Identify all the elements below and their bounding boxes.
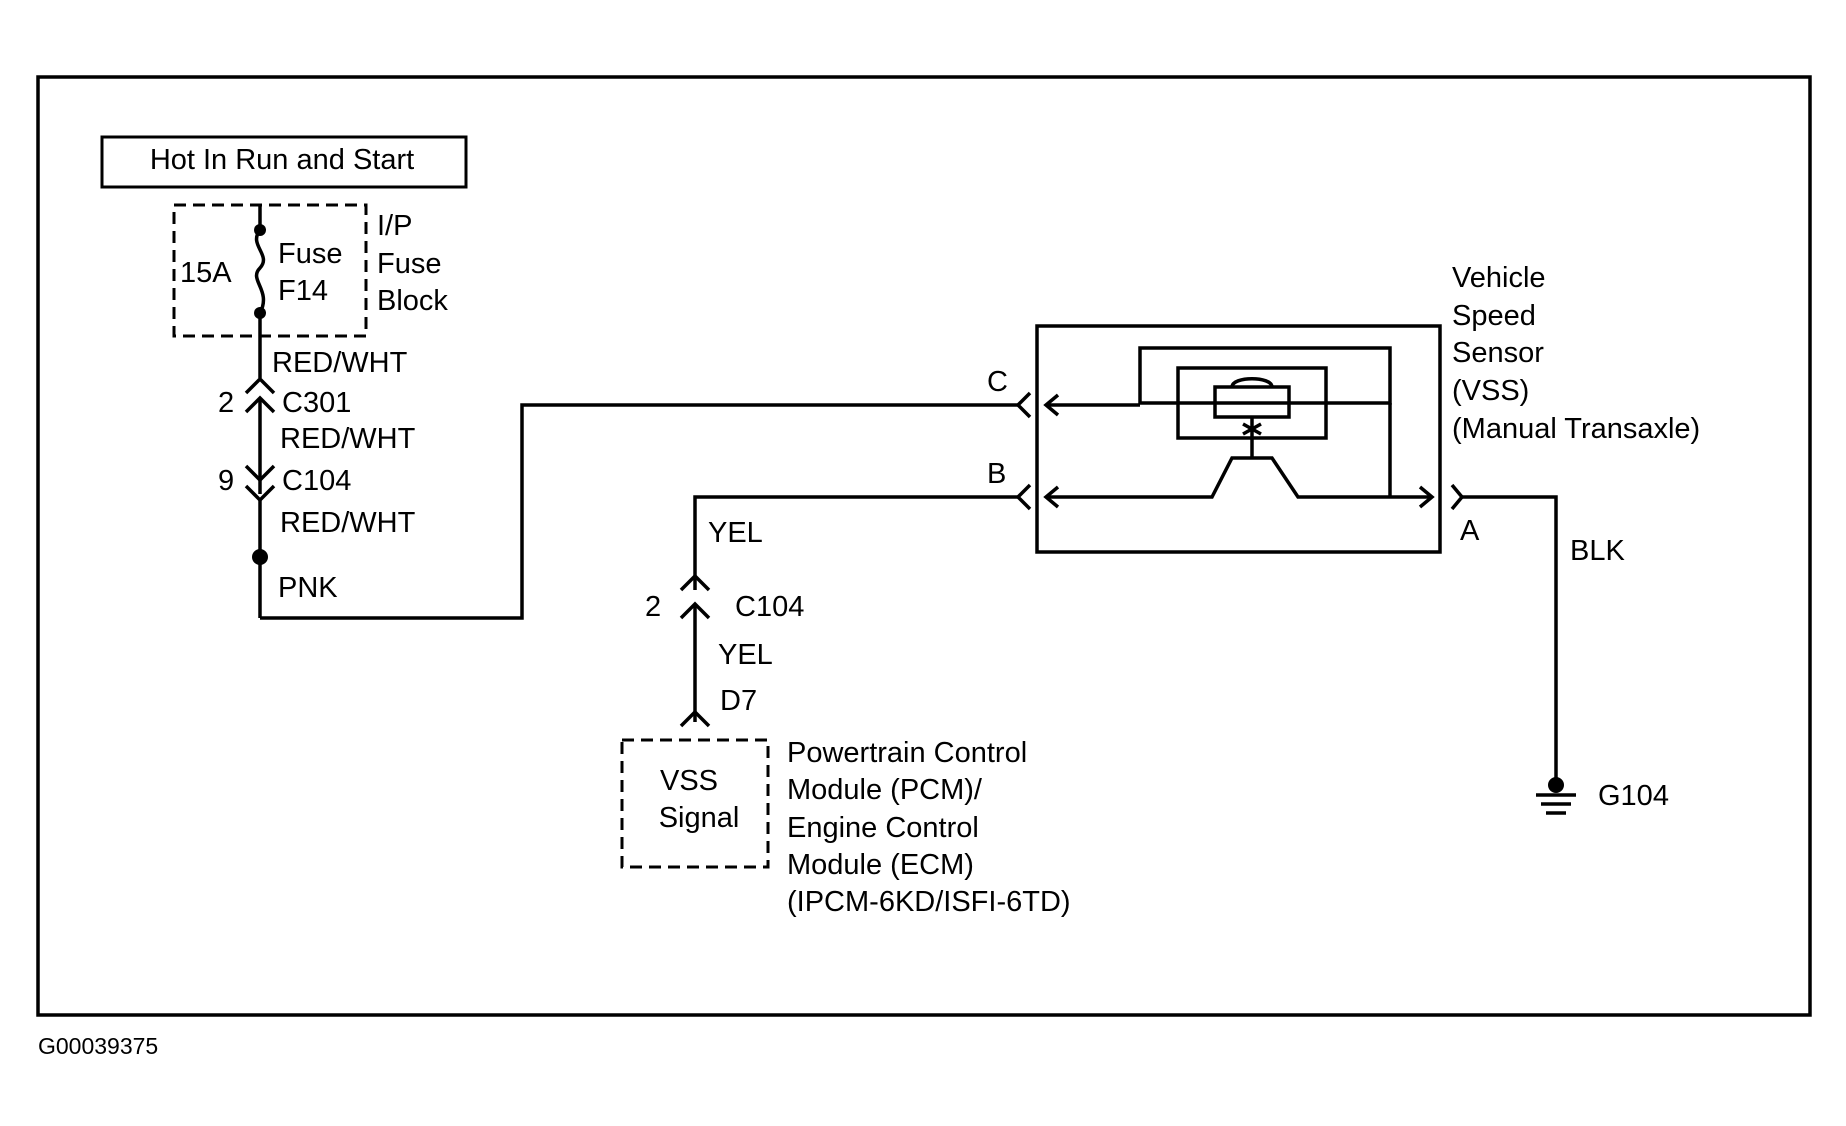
vss-pin-a-terminal bbox=[1450, 483, 1465, 511]
vss-name-line4: (VSS) bbox=[1452, 375, 1529, 407]
wire-label-yel-bottom: YEL bbox=[718, 639, 773, 671]
pcm-box-line1: VSS bbox=[660, 765, 718, 797]
vss-pin-b-terminal bbox=[1015, 483, 1032, 511]
wire-pnk bbox=[260, 403, 1020, 620]
conn-label-c104-signal: C104 bbox=[735, 591, 804, 623]
fuse-name-line2: F14 bbox=[278, 275, 328, 307]
wire-label-pnk: PNK bbox=[278, 572, 338, 604]
pcm-box bbox=[620, 738, 770, 869]
vss-name-line5: (Manual Transaxle) bbox=[1452, 413, 1700, 445]
pcm-box-line2: Signal bbox=[659, 802, 740, 834]
fuse-rating: 15A bbox=[180, 257, 232, 289]
vss-pin-c-label: C bbox=[987, 366, 1008, 398]
fuse-symbol bbox=[254, 205, 266, 336]
wire-label-red-wht-3: RED/WHT bbox=[280, 507, 416, 539]
ground-label: G104 bbox=[1598, 780, 1669, 812]
fuse-block-box bbox=[172, 203, 368, 338]
pin-c104-signal: 2 bbox=[645, 591, 661, 623]
power-source-box bbox=[100, 135, 468, 189]
pin-c104-left: 9 bbox=[218, 465, 234, 497]
pin-c301: 2 bbox=[218, 387, 234, 419]
wire-label-yel-top: YEL bbox=[708, 517, 763, 549]
fuse-block-line2: Fuse bbox=[377, 248, 441, 280]
terminal-label-d7: D7 bbox=[720, 685, 757, 717]
conn-label-c104-left: C104 bbox=[282, 465, 351, 497]
fuse-name-line1: Fuse bbox=[278, 238, 342, 270]
fuse-block-line3: Block bbox=[377, 285, 448, 317]
vss-pin-c-terminal bbox=[1015, 391, 1032, 419]
vss-name-line1: Vehicle bbox=[1452, 262, 1546, 294]
vss-name-line3: Sensor bbox=[1452, 337, 1544, 369]
wire-yel-top bbox=[693, 495, 1020, 590]
ground-icon bbox=[1536, 777, 1576, 815]
conn-label-c301: C301 bbox=[282, 387, 351, 419]
pcm-terminal-d7 bbox=[679, 709, 711, 728]
wire-label-blk: BLK bbox=[1570, 535, 1625, 567]
vss-pin-a-label: A bbox=[1460, 515, 1480, 547]
pcm-desc-line2: Module (PCM)/ bbox=[787, 774, 983, 806]
splice-dot bbox=[252, 549, 268, 565]
wire-blk bbox=[1462, 495, 1558, 785]
fuse-block-line1: I/P bbox=[377, 210, 412, 242]
vss-pin-b-label: B bbox=[987, 458, 1006, 490]
vss-name-line2: Speed bbox=[1452, 300, 1536, 332]
power-source-label: Hot In Run and Start bbox=[150, 144, 414, 176]
vss-box bbox=[1035, 324, 1442, 554]
wire-label-red-wht-1: RED/WHT bbox=[272, 347, 408, 379]
pcm-desc-line1: Powertrain Control bbox=[787, 737, 1027, 769]
figure-id: G00039375 bbox=[38, 1033, 158, 1059]
wire-label-red-wht-2: RED/WHT bbox=[280, 423, 416, 455]
vss-internal-circuit bbox=[1043, 346, 1435, 509]
pcm-desc-line3: Engine Control bbox=[787, 812, 979, 844]
diagram-frame bbox=[36, 75, 1812, 1017]
pcm-desc-line4: Module (ECM) bbox=[787, 849, 974, 881]
pcm-desc-line5: (IPCM-6KD/ISFI-6TD) bbox=[787, 886, 1071, 918]
